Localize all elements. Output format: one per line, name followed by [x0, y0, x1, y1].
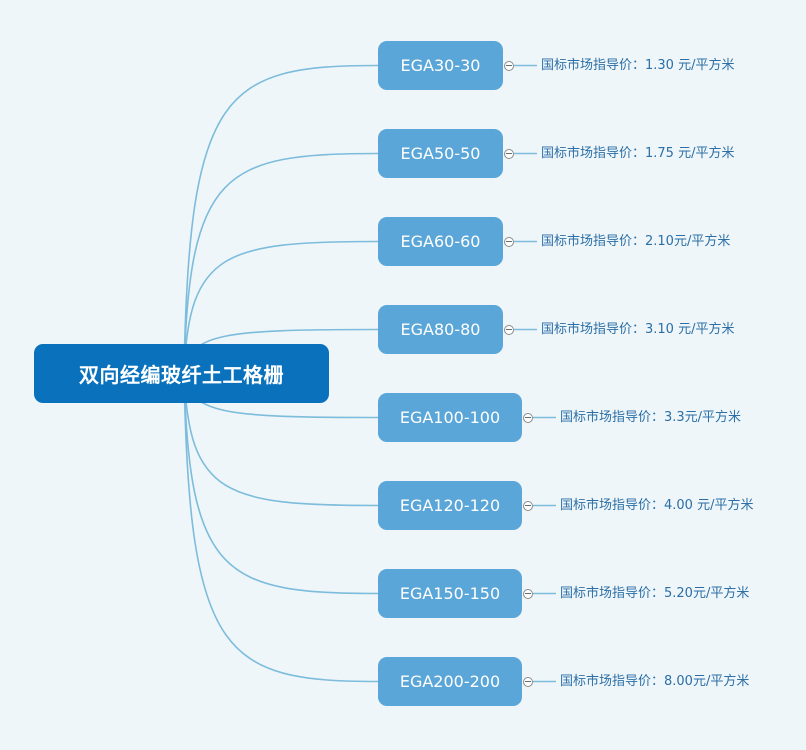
- connector-curve: [183, 64, 379, 374]
- collapse-toggle-icon[interactable]: [523, 676, 533, 687]
- collapse-toggle-icon[interactable]: [523, 588, 533, 599]
- connector-curve: [183, 372, 379, 595]
- connector-curve: [183, 240, 379, 374]
- collapse-toggle-icon[interactable]: [504, 60, 514, 71]
- root-topic[interactable]: 双向经编玻纤土工格栅: [34, 344, 329, 403]
- price-label-ega30-30[interactable]: 国标市场指导价：1.30 元/平方米: [541, 57, 735, 73]
- price-label-ega120-120[interactable]: 国标市场指导价：4.00 元/平方米: [560, 497, 754, 513]
- branch-topic-ega50-50[interactable]: EGA50-50: [378, 129, 503, 178]
- branch-topic-ega120-120[interactable]: EGA120-120: [378, 481, 522, 530]
- branch-topic-ega30-30[interactable]: EGA30-30: [378, 41, 503, 90]
- price-label-ega200-200[interactable]: 国标市场指导价：8.00元/平方米: [560, 673, 750, 689]
- branch-topic-ega150-150[interactable]: EGA150-150: [378, 569, 522, 618]
- connector-curve: [183, 372, 379, 507]
- collapse-toggle-icon[interactable]: [504, 148, 514, 159]
- price-label-ega50-50[interactable]: 国标市场指导价：1.75 元/平方米: [541, 145, 735, 161]
- price-label-ega100-100[interactable]: 国标市场指导价：3.3元/平方米: [560, 409, 742, 425]
- collapse-toggle-icon[interactable]: [504, 324, 514, 335]
- collapse-toggle-icon[interactable]: [523, 500, 533, 511]
- price-label-ega60-60[interactable]: 国标市场指导价：2.10元/平方米: [541, 233, 731, 249]
- branch-topic-ega200-200[interactable]: EGA200-200: [378, 657, 522, 706]
- connector-curve: [183, 372, 379, 683]
- connector-curve: [183, 152, 379, 374]
- branch-topic-ega80-80[interactable]: EGA80-80: [378, 305, 503, 354]
- branch-topic-ega100-100[interactable]: EGA100-100: [378, 393, 522, 442]
- price-label-ega150-150[interactable]: 国标市场指导价：5.20元/平方米: [560, 585, 750, 601]
- collapse-toggle-icon[interactable]: [523, 412, 533, 423]
- price-label-ega80-80[interactable]: 国标市场指导价：3.10 元/平方米: [541, 321, 735, 337]
- branch-topic-ega60-60[interactable]: EGA60-60: [378, 217, 503, 266]
- collapse-toggle-icon[interactable]: [504, 236, 514, 247]
